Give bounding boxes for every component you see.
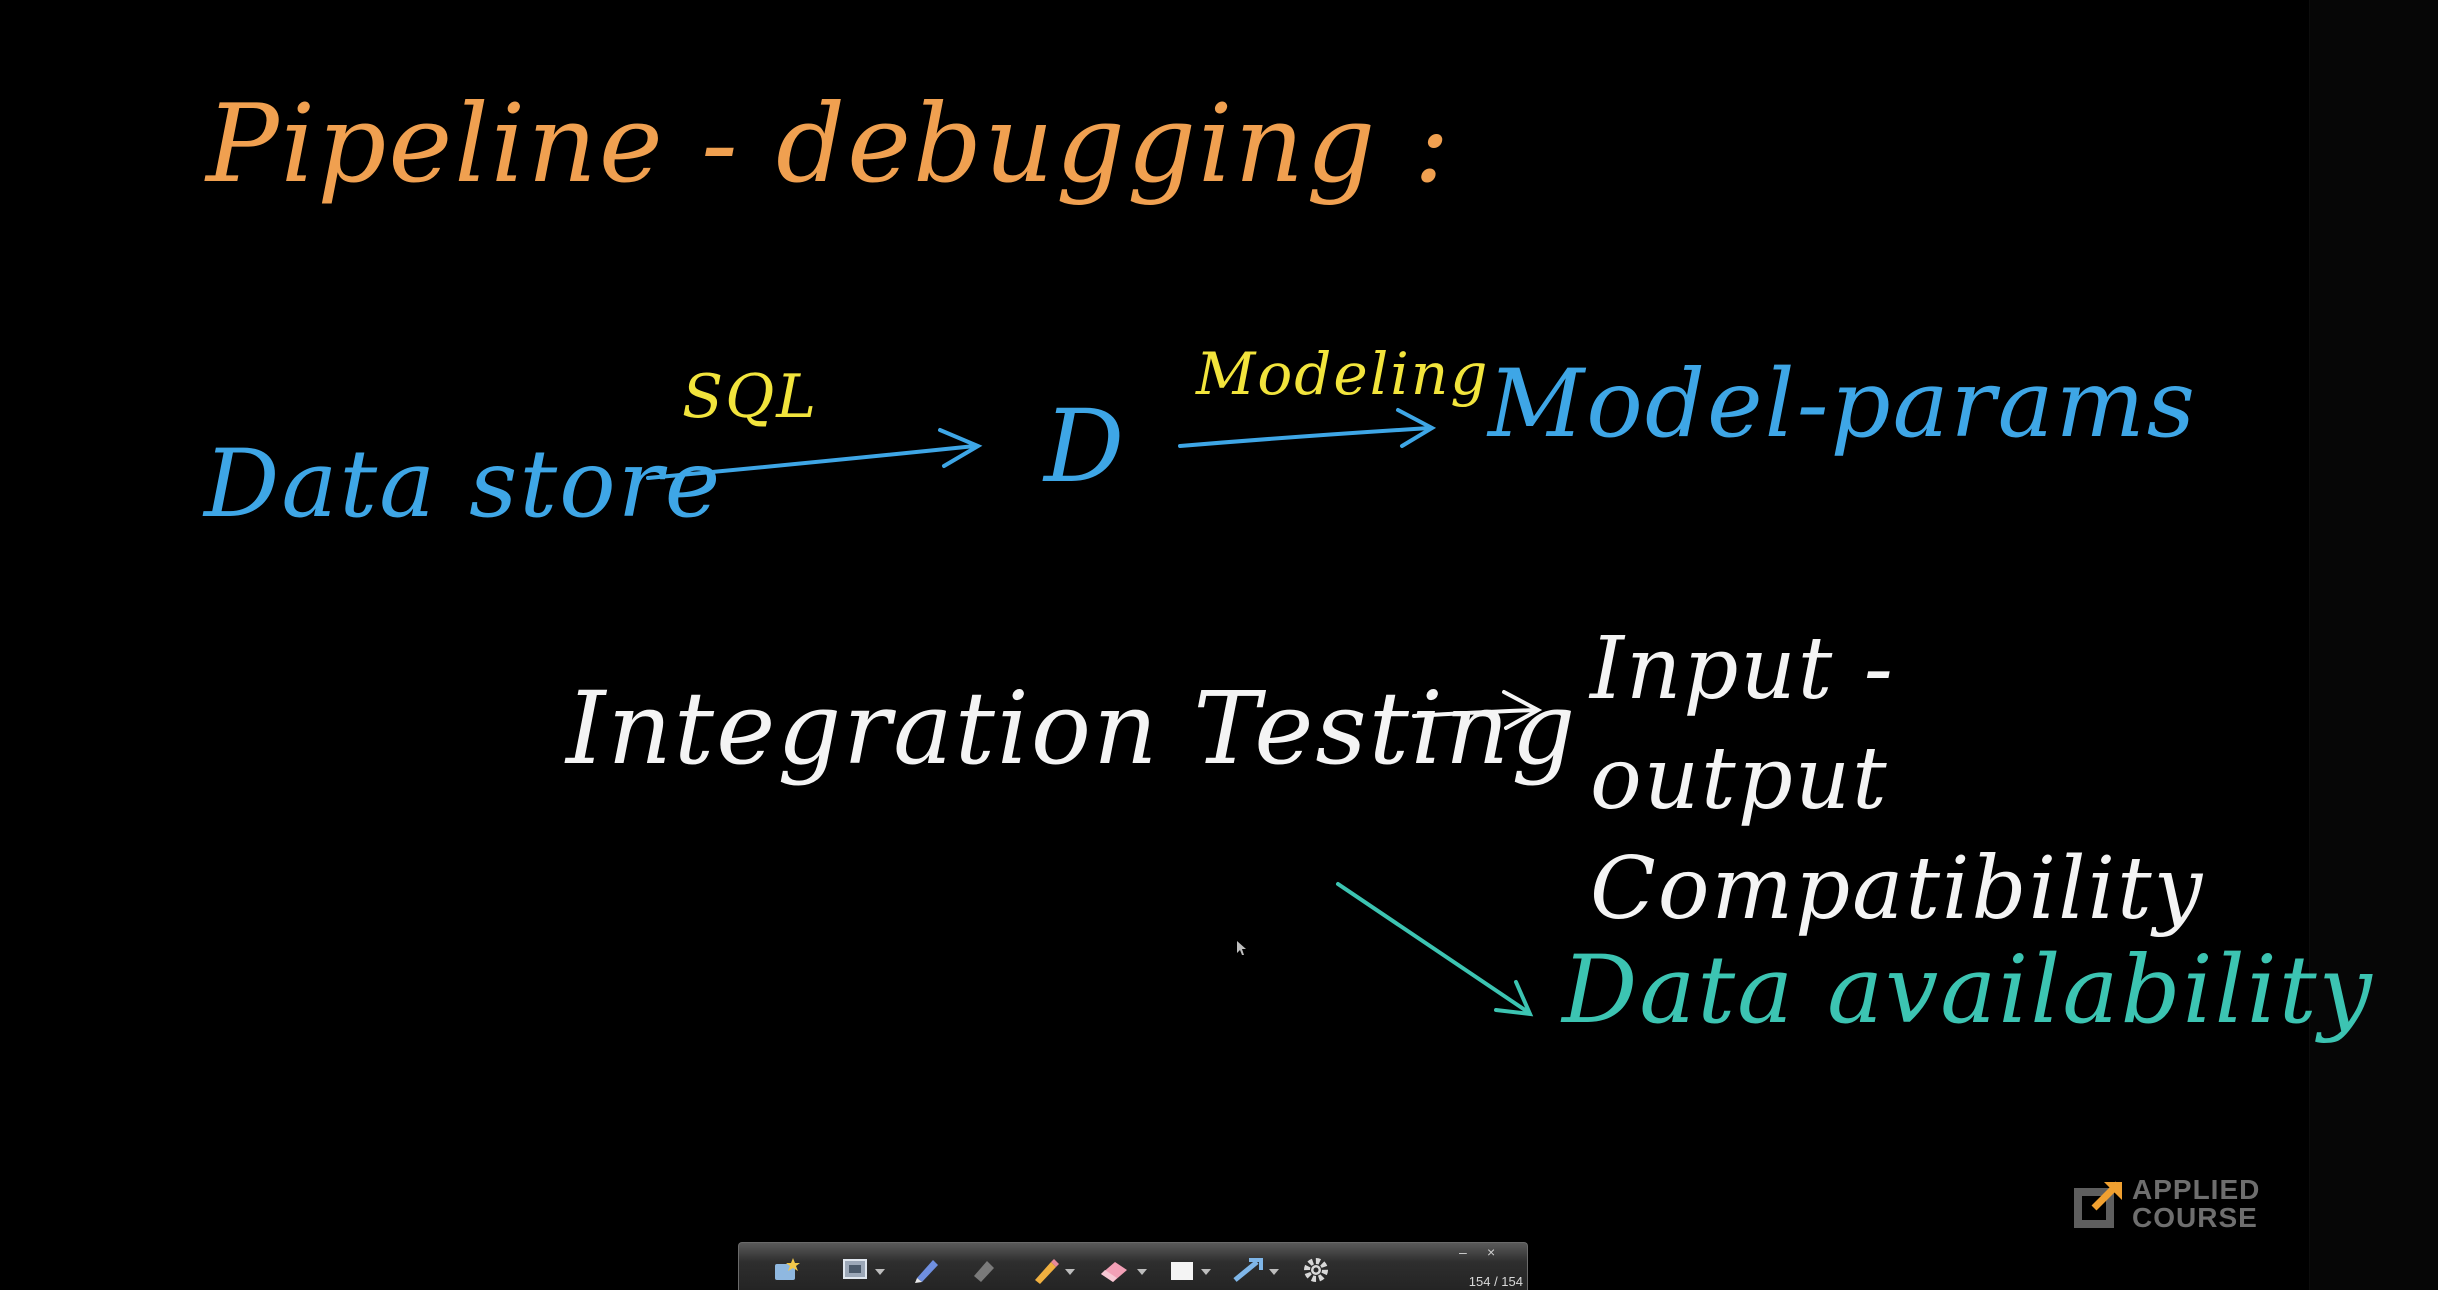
integration-arrow-icon — [1412, 690, 1543, 730]
star-pointer-icon[interactable] — [769, 1255, 803, 1285]
eraser-dropdown[interactable] — [1137, 1269, 1147, 1275]
screen-capture-dropdown[interactable] — [875, 1269, 885, 1275]
pen-icon[interactable] — [909, 1255, 943, 1285]
dataset-symbol: D — [1044, 388, 1127, 505]
sql-arrow-icon — [646, 428, 983, 480]
data-availability-label: Data availability — [1562, 936, 2374, 1045]
annotation-toolbar: – × 154 / 154 — [738, 1242, 1528, 1290]
line-tool-icon[interactable] — [1231, 1255, 1265, 1285]
pen-cursor-icon — [1237, 941, 1246, 955]
data-store-label: Data store — [204, 430, 723, 539]
applied-course-logo: APPLIED COURSE — [2072, 1176, 2260, 1232]
input-output-compatibility-label: Input - output Compatibility — [1590, 619, 2205, 939]
integration-testing-label: Integration Testing — [566, 670, 1578, 787]
sql-label: SQL — [682, 362, 819, 432]
model-params-label: Model-params — [1488, 350, 2198, 459]
shape-rectangle-icon[interactable] — [1165, 1255, 1199, 1285]
pencil-dropdown[interactable] — [1065, 1269, 1075, 1275]
logo-line-2: COURSE — [2132, 1202, 2258, 1233]
modeling-arrow-icon — [1178, 408, 1437, 448]
shape-dropdown[interactable] — [1201, 1269, 1211, 1275]
modeling-label: Modeling — [1196, 340, 1490, 408]
screen-capture-icon[interactable] — [839, 1255, 873, 1285]
logo-text: APPLIED COURSE — [2132, 1176, 2260, 1232]
eraser-icon[interactable] — [1097, 1255, 1131, 1285]
logo-mark-icon — [2072, 1178, 2124, 1230]
page-title: Pipeline - debugging : — [206, 82, 1452, 207]
page-counter: 154 / 154 — [1468, 1274, 1523, 1289]
toolbar-close-button[interactable]: × — [1487, 1244, 1496, 1260]
toolbar-minimize-button[interactable]: – — [1459, 1244, 1467, 1260]
highlighter-icon[interactable] — [967, 1255, 1001, 1285]
right-edge-strip — [2309, 0, 2438, 1290]
pencil-icon[interactable] — [1029, 1255, 1063, 1285]
line-dropdown[interactable] — [1269, 1269, 1279, 1275]
logo-line-1: APPLIED — [2132, 1174, 2261, 1205]
availability-arrow-icon — [1336, 882, 1534, 1017]
gear-icon[interactable] — [1299, 1255, 1333, 1285]
